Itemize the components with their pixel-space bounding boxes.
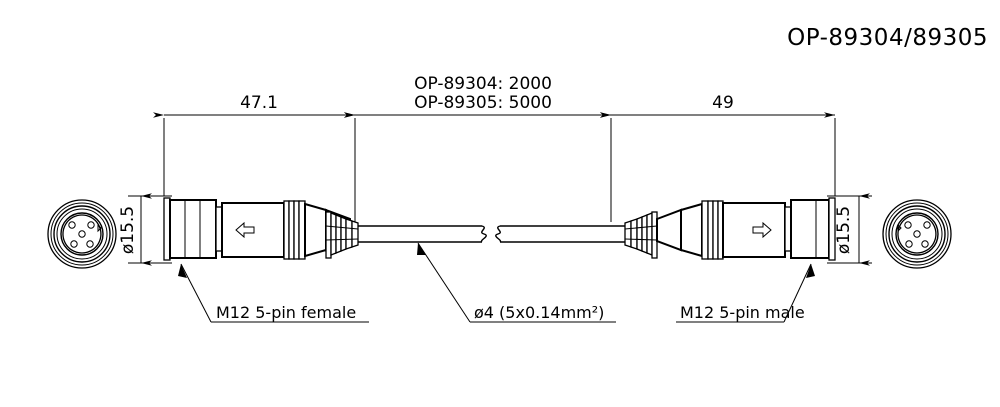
dimension-cable-length: OP-89304: 2000 OP-89305: 5000 [344,74,612,222]
callout-left-arrowhead-icon [178,264,187,278]
dimension-label-47-1: 47.1 [240,93,278,113]
direction-arrow-left-icon [235,221,255,239]
dimension-right-connector-length: 49 [600,93,836,196]
callout-label-right: M12 5-pin male [680,303,805,322]
dimension-label-49: 49 [712,93,734,113]
right-end-view-connector-face [882,199,952,269]
callout-label-left: M12 5-pin female [216,303,356,322]
left-strain-relief-ribs [325,211,359,259]
dimension-label-op89304-length: OP-89304: 2000 [414,74,552,94]
dimension-label-op89305-length: OP-89305: 5000 [414,93,552,113]
callout-left-connector: M12 5-pin female [178,263,369,323]
callout-right-connector: M12 5-pin male [676,263,815,323]
cable-right-segment [495,225,625,243]
cable-break-symbol-right [495,225,502,243]
callout-right-arrowhead-icon [806,264,815,278]
dimension-left-diameter: ø15.5 [118,193,172,266]
callout-cable-arrowhead-icon [417,243,426,255]
dimension-label-left-diameter: ø15.5 [118,206,138,254]
cable-left-segment [358,225,487,243]
dimension-label-right-diameter: ø15.5 [834,206,854,254]
callout-cable: ø4 (5x0.14mm²) [417,242,616,323]
left-connector-body [163,197,359,261]
cable-break-symbol-left [480,225,487,243]
right-connector-body [624,197,836,261]
left-end-view-connector-face [47,199,117,269]
callout-label-cable: ø4 (5x0.14mm²) [474,303,604,322]
direction-arrow-right-icon [752,221,772,239]
drawing-title: OP-89304/89305 [787,25,988,51]
dimension-right-diameter: ø15.5 [827,193,872,266]
right-strain-relief-ribs [624,211,658,259]
dimension-left-connector-length: 47.1 [153,93,356,222]
